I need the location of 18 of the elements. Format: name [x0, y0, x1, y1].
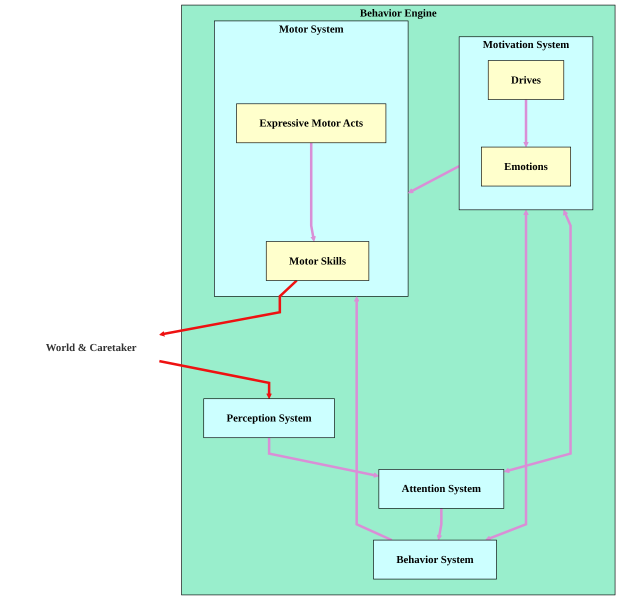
arrow: [408, 164, 460, 194]
arrow: [436, 508, 443, 540]
arrow: [159, 280, 298, 337]
arrow: [485, 210, 529, 541]
node-text: World & Caretaker: [46, 341, 137, 354]
node-box: Behavior System: [373, 540, 497, 580]
node-box: Attention System: [378, 469, 504, 509]
arrow: [159, 360, 272, 399]
arrow: [354, 296, 392, 542]
arrow: [504, 210, 572, 474]
arrow: [268, 438, 380, 478]
node-box: Motor Skills: [266, 241, 370, 281]
arrow: [523, 100, 529, 148]
arrow: [310, 142, 316, 242]
node-box: Drives: [488, 60, 564, 100]
node-box: Emotions: [481, 146, 572, 186]
node-box: Expressive Motor Acts: [236, 103, 386, 144]
node-box: Perception System: [203, 398, 335, 438]
